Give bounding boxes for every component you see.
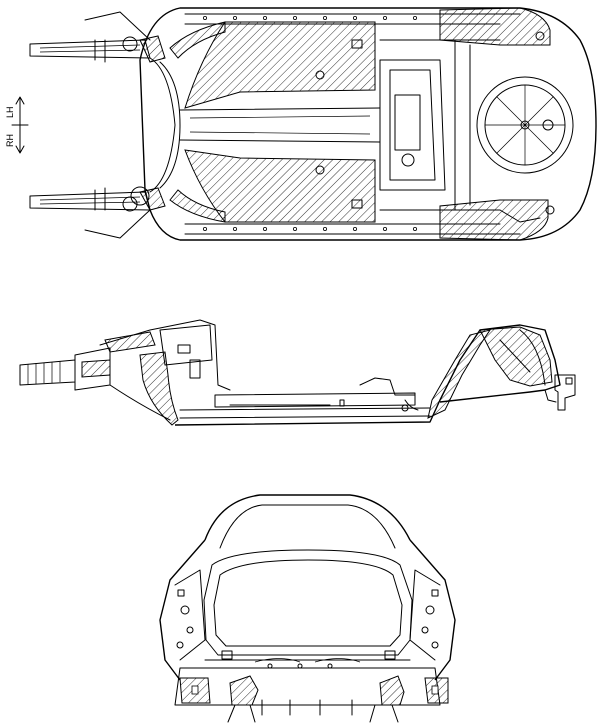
floor-plug-1 — [315, 70, 325, 80]
rear-left-quarter-details — [174, 569, 206, 661]
rear-bottom-brackets — [227, 704, 399, 723]
rear-panel — [174, 667, 441, 706]
side-dash-structure — [99, 319, 231, 391]
floor-plug-2 — [315, 165, 325, 175]
floor-bracket-2 — [351, 199, 363, 209]
side-rear-hole — [401, 404, 409, 412]
front-frame-rails — [29, 11, 151, 239]
rear-left-quarter-repair — [439, 7, 551, 46]
orientation-indicator: LH RH — [5, 96, 29, 154]
rear-latch-left — [221, 650, 233, 660]
side-dash-bracket-2 — [189, 359, 201, 379]
side-rocker-marker — [339, 399, 345, 407]
rear-panel-hole-2 — [327, 663, 333, 669]
orientation-arrow-down-head — [15, 145, 25, 154]
rear-right-outer-hole — [431, 685, 439, 695]
orientation-label-lh: LH — [5, 106, 15, 118]
rear-panel-hole-1 — [297, 663, 303, 669]
side-front-wheel-arch — [109, 384, 171, 421]
rear-view-roof — [204, 494, 411, 541]
side-rear-kickup-curve — [404, 399, 419, 411]
spare-tire-well — [476, 76, 574, 174]
rear-window-frame — [219, 504, 396, 549]
rear-bottom-tabs — [261, 699, 353, 716]
side-dash-bracket — [177, 344, 191, 354]
front-left-rail-repair — [139, 35, 166, 63]
side-rocker — [179, 407, 431, 419]
orientation-arrow-up-head — [15, 96, 25, 105]
rear-right-quarter-details — [409, 569, 441, 661]
rear-latch-right — [384, 650, 396, 660]
rear-right-inner-repair — [379, 675, 405, 706]
side-front-mid-repair — [81, 359, 111, 378]
trunk-opening — [203, 549, 413, 656]
side-rocker-panel — [214, 392, 416, 408]
rear-right-hole — [545, 205, 555, 215]
rear-floor-center — [379, 59, 446, 191]
rear-end-view — [159, 494, 456, 723]
rear-right-bracket — [499, 209, 541, 223]
orientation-label-rh: RH — [5, 134, 15, 147]
floor-bracket-1 — [351, 39, 363, 49]
rear-left-hole — [535, 31, 545, 41]
front-crossmember-inner — [159, 61, 181, 189]
rocker-holes — [202, 15, 417, 231]
rear-floor-plug — [401, 153, 415, 167]
side-rear-bumper-bracket — [554, 374, 576, 411]
side-rear-bumper-detail — [565, 377, 573, 385]
side-rear-bracket-lower — [544, 389, 557, 403]
front-left-curve-repair — [169, 21, 226, 59]
rear-right-quarter-repair — [439, 199, 549, 241]
center-tunnel-inner — [189, 115, 371, 135]
underbody-bottom-view — [29, 7, 597, 241]
floor-pan-left-repair-area — [184, 21, 376, 109]
center-tunnel — [179, 107, 381, 143]
rear-floor-inner — [389, 69, 436, 181]
underbody-outline — [139, 7, 597, 241]
rear-left-pillar — [159, 539, 206, 681]
side-rear-wheelhouse-arc — [519, 329, 546, 386]
front-right-rail-repair — [139, 187, 166, 211]
front-crossmember — [149, 57, 176, 193]
rear-left-outer-hole — [191, 685, 199, 695]
front-right-curve-repair — [169, 189, 226, 223]
side-rear-brace — [499, 339, 531, 373]
rear-right-pillar — [409, 539, 456, 681]
side-rear-kickup — [359, 377, 416, 396]
floor-pan-right-repair-area — [184, 149, 376, 223]
side-front-upper-repair — [104, 331, 156, 353]
rear-panel-hole-3 — [267, 663, 273, 669]
side-front-wheelhouse-repair — [139, 351, 179, 426]
rear-floor-pocket — [394, 94, 421, 151]
rear-rail-lines — [454, 39, 471, 211]
underbody-side-view — [19, 319, 576, 426]
rear-panel-wave — [254, 658, 361, 663]
rear-left-inner-repair — [229, 675, 259, 706]
side-rear-kickup-repair — [427, 329, 492, 419]
trunk-opening-inner — [213, 559, 403, 647]
